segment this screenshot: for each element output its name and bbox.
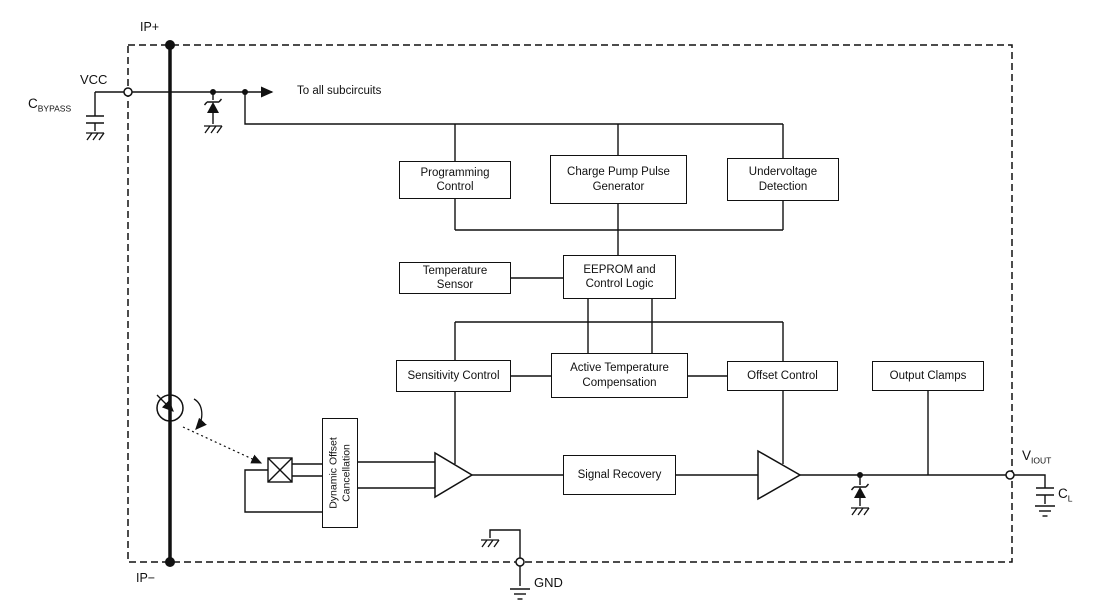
pin-node-ip-plus	[165, 40, 175, 50]
signal-wires	[86, 92, 1054, 586]
cbypass-sub: BYPASS	[37, 103, 72, 114]
cl-base: C	[1058, 486, 1068, 501]
pin-label-ip-plus: IP+	[140, 20, 160, 34]
pin-node-viout	[1005, 470, 1015, 480]
junction-dot	[242, 89, 248, 95]
block-sensitivity-control: Sensitivity Control	[396, 360, 511, 392]
block-signal-recovery: Signal Recovery	[563, 455, 676, 495]
viout-sub: IOUT	[1031, 455, 1052, 466]
component-label-viout: VIOUT	[1022, 448, 1051, 466]
block-undervoltage-detection: Undervoltage Detection	[727, 158, 839, 201]
amplifier-icon	[757, 449, 802, 501]
amplifier-icon	[434, 451, 474, 499]
block-active-temperature-compensation: Active Temperature Compensation	[551, 353, 688, 398]
hall-element-icon	[156, 394, 263, 464]
pin-label-vcc: VCC	[80, 72, 108, 87]
pin-node-ip-minus	[165, 557, 175, 567]
pin-label-ip-minus: IP−	[136, 571, 156, 585]
junction-dot	[857, 472, 863, 478]
block-programming-control: Programming Control	[399, 161, 511, 199]
pin-label-gnd: GND	[534, 575, 563, 590]
component-label-cl: CL	[1058, 486, 1072, 504]
cbypass-base: C	[28, 96, 38, 111]
ground-icon	[85, 132, 105, 141]
zener-diode-icon	[203, 98, 223, 114]
junction-dot	[210, 89, 216, 95]
block-offset-control: Offset Control	[727, 361, 838, 391]
ground-icon	[509, 588, 531, 600]
block-temperature-sensor: Temperature Sensor	[399, 262, 511, 294]
ground-icon	[1034, 505, 1056, 517]
pin-node-vcc	[123, 87, 133, 97]
ground-icon	[480, 539, 500, 548]
annotation-to-all-subcircuits: To all subcircuits	[297, 85, 382, 97]
block-charge-pump-pulse-generator: Charge Pump Pulse Generator	[550, 155, 687, 204]
pin-node-gnd	[515, 557, 525, 567]
ground-icon	[850, 507, 870, 516]
block-eeprom-control-logic: EEPROM and Control Logic	[563, 255, 676, 299]
component-label-cbypass: CBYPASS	[28, 96, 71, 114]
block-dynamic-offset-cancellation: Dynamic Offset Cancellation	[322, 418, 358, 528]
cl-sub: L	[1067, 493, 1073, 504]
viout-base: V	[1022, 448, 1032, 463]
block-output-clamps: Output Clamps	[872, 361, 984, 391]
ic-boundary	[127, 44, 1013, 563]
block-dynamic-offset-cancellation-label: Dynamic Offset Cancellation	[327, 437, 352, 509]
ground-icon	[203, 125, 223, 134]
multiplier-icon	[267, 457, 293, 483]
zener-diode-icon	[850, 483, 870, 499]
